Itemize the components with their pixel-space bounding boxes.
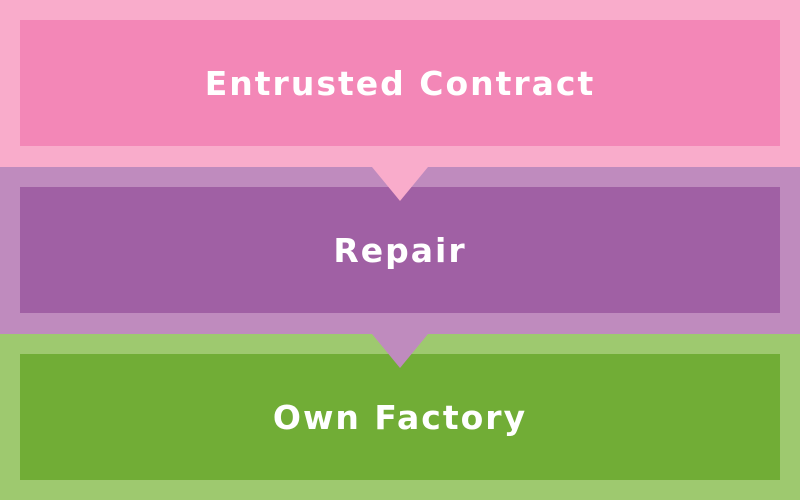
- down-arrow-icon: [372, 167, 428, 201]
- step-label: Entrusted Contract: [204, 63, 596, 103]
- step-box-repair: Repair: [20, 187, 780, 313]
- step-band-entrusted-contract: Entrusted Contract: [0, 0, 800, 167]
- step-box-own-factory: Own Factory: [20, 354, 780, 480]
- down-arrow-icon: [372, 334, 428, 368]
- step-label: Own Factory: [272, 397, 528, 437]
- step-label: Repair: [333, 230, 467, 270]
- step-box-entrusted-contract: Entrusted Contract: [20, 20, 780, 146]
